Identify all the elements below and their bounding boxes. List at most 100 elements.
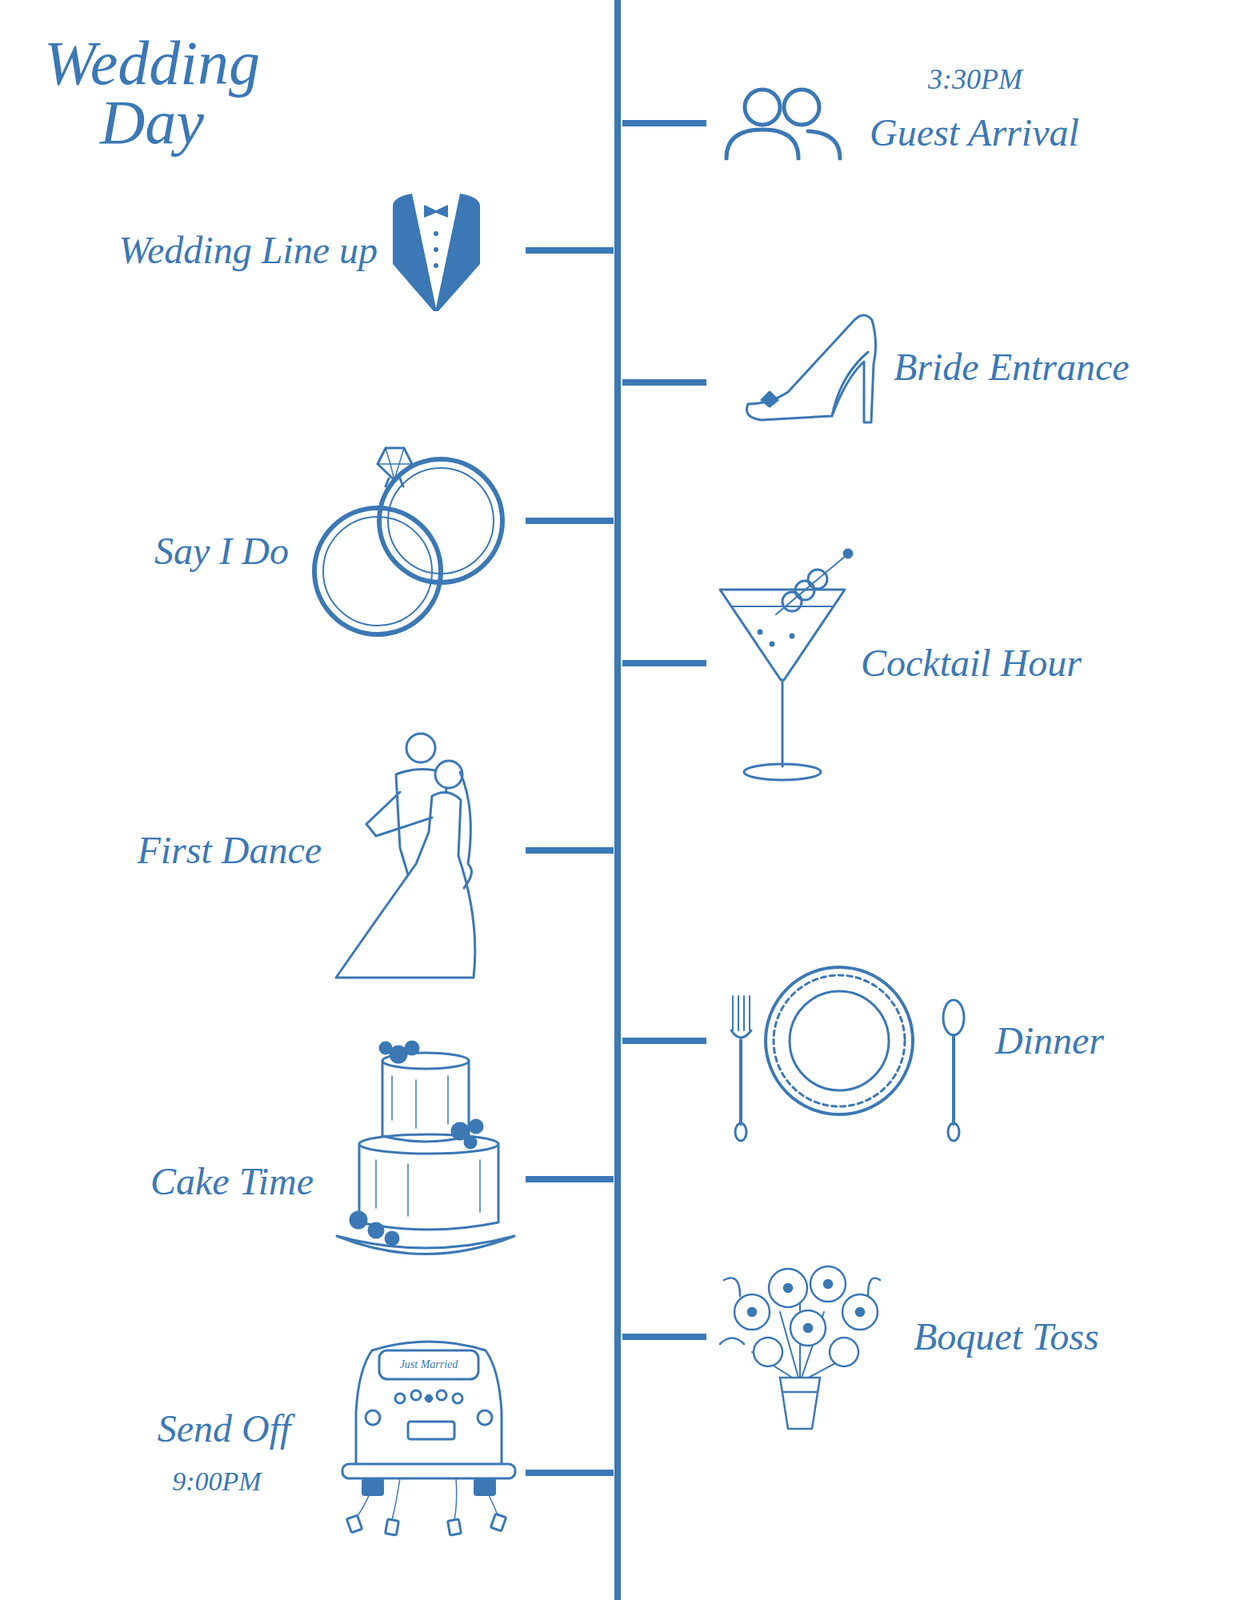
dinner-plate-part bbox=[735, 1123, 747, 1141]
car-icon-part bbox=[356, 1341, 502, 1468]
bouquet-icon-part bbox=[842, 1294, 878, 1330]
timeline-axis-part bbox=[525, 517, 614, 524]
cocktail-icon bbox=[720, 549, 852, 780]
event-label: Wedding Line up bbox=[118, 229, 378, 272]
cocktail-icon-part bbox=[781, 680, 784, 767]
time-label: 3:30PM bbox=[928, 64, 1023, 96]
car-icon-part bbox=[395, 1393, 405, 1404]
cocktail-icon-part bbox=[758, 630, 762, 634]
timeline-axis-part bbox=[525, 1176, 614, 1183]
timeline-axis-part bbox=[622, 1333, 707, 1340]
tuxedo-icon-part bbox=[416, 194, 456, 298]
rings-icon bbox=[314, 448, 503, 635]
event-label: Boquet Toss bbox=[913, 1316, 1100, 1359]
timeline-axis-part bbox=[525, 1469, 614, 1476]
dancing-couple-part bbox=[435, 760, 463, 788]
dancing-couple bbox=[336, 733, 476, 978]
dinner-plate-part bbox=[732, 996, 750, 1031]
timeline-axis bbox=[525, 0, 707, 1600]
tuxedo-icon-part bbox=[433, 263, 439, 268]
cocktail-icon-part bbox=[782, 592, 802, 612]
event-label: Send Off bbox=[157, 1408, 292, 1451]
guests-icon-part bbox=[808, 131, 840, 159]
bouquet-icon-part bbox=[784, 1284, 792, 1292]
tuxedo-icon-part bbox=[433, 231, 439, 236]
car-icon-part bbox=[379, 1350, 479, 1380]
cocktail-icon-part bbox=[795, 580, 815, 600]
event-label: Guest Arrival bbox=[869, 112, 1080, 155]
event-label: Dinner bbox=[995, 1020, 1104, 1063]
tuxedo-icon-part bbox=[424, 204, 448, 218]
guests-icon-part bbox=[726, 129, 799, 159]
car-icon-part bbox=[477, 1410, 492, 1425]
cocktail-icon-part bbox=[844, 549, 852, 558]
bouquet-icon bbox=[720, 1266, 880, 1429]
cake-icon-part bbox=[390, 1046, 407, 1063]
event-label: Say I Do bbox=[154, 530, 289, 573]
car-icon-part bbox=[408, 1421, 455, 1440]
car-icon-part bbox=[448, 1519, 462, 1536]
dinner-plate-part bbox=[948, 1123, 960, 1141]
cake-icon-part bbox=[359, 1134, 499, 1154]
cake-icon-part bbox=[385, 1232, 399, 1245]
event-label: Cocktail Hour bbox=[860, 642, 1082, 685]
car-icon-part bbox=[356, 1478, 498, 1520]
rings-icon-part bbox=[377, 448, 412, 480]
cake-icon-part bbox=[464, 1136, 476, 1148]
dancing-couple-part bbox=[406, 733, 436, 763]
rings-icon-part bbox=[377, 448, 412, 480]
cake-icon-part bbox=[380, 1042, 392, 1054]
shoe-icon-part bbox=[761, 392, 778, 407]
dinner-plate-part bbox=[952, 1035, 956, 1124]
dinner-plate-part bbox=[765, 967, 913, 1115]
timeline-axis-part bbox=[525, 247, 614, 254]
bouquet-icon-part bbox=[824, 1280, 832, 1288]
page-title: Wedding Day bbox=[32, 33, 272, 152]
timeline-axis-part bbox=[622, 1037, 707, 1044]
bouquet-icon-part bbox=[829, 1337, 859, 1367]
car-icon-part bbox=[490, 1513, 506, 1532]
timeline-axis-part bbox=[622, 120, 707, 127]
cake-icon-part bbox=[368, 1223, 384, 1238]
dinner-plate-part bbox=[943, 1000, 964, 1036]
shoe-icon bbox=[746, 315, 876, 423]
shoe-icon-part bbox=[746, 315, 876, 423]
shoe-icon-part bbox=[832, 352, 868, 416]
bouquet-icon-part bbox=[753, 1337, 783, 1367]
bouquet-icon-part bbox=[768, 1268, 808, 1308]
car-icon bbox=[342, 1341, 516, 1536]
dinner-plate-part bbox=[731, 1030, 752, 1038]
event-label: Bride Entrance bbox=[893, 346, 1130, 389]
tuxedo-icon-part bbox=[433, 247, 439, 252]
guests-icon-part bbox=[744, 89, 780, 125]
rings-icon-part bbox=[323, 516, 432, 626]
bouquet-icon-part bbox=[810, 1266, 846, 1302]
dinner-plate-part bbox=[773, 975, 905, 1107]
bouquet-icon-part bbox=[790, 1310, 826, 1346]
car-icon-part bbox=[365, 1410, 380, 1425]
cocktail-icon-part bbox=[808, 569, 828, 589]
time-label: 9:00PM bbox=[172, 1466, 261, 1496]
event-label: First Dance bbox=[136, 829, 322, 872]
bouquet-icon-part bbox=[748, 1308, 756, 1316]
cocktail-icon-part bbox=[770, 642, 774, 646]
rings-icon-part bbox=[385, 478, 404, 487]
car-icon-part bbox=[452, 1393, 463, 1404]
bouquet-icon-part bbox=[782, 1391, 818, 1394]
cake-icon-part bbox=[350, 1212, 367, 1228]
cake-icon-part bbox=[452, 1123, 468, 1140]
cake-icon-part bbox=[405, 1041, 419, 1055]
bouquet-icon-part bbox=[720, 1278, 880, 1345]
dinner-plate-part bbox=[789, 991, 889, 1091]
rings-icon-part bbox=[388, 468, 494, 574]
cocktail-icon-part bbox=[720, 589, 845, 680]
cocktail-icon-part bbox=[744, 764, 821, 780]
guests-icon bbox=[726, 89, 840, 159]
car-icon-part bbox=[436, 1390, 447, 1400]
car-sign: Just Married bbox=[400, 1358, 459, 1371]
tuxedo-icon bbox=[392, 193, 480, 312]
timeline-axis-part bbox=[614, 0, 621, 1600]
bouquet-icon-part bbox=[734, 1294, 770, 1330]
cake-icon bbox=[336, 1041, 515, 1255]
cocktail-icon-part bbox=[790, 634, 794, 638]
